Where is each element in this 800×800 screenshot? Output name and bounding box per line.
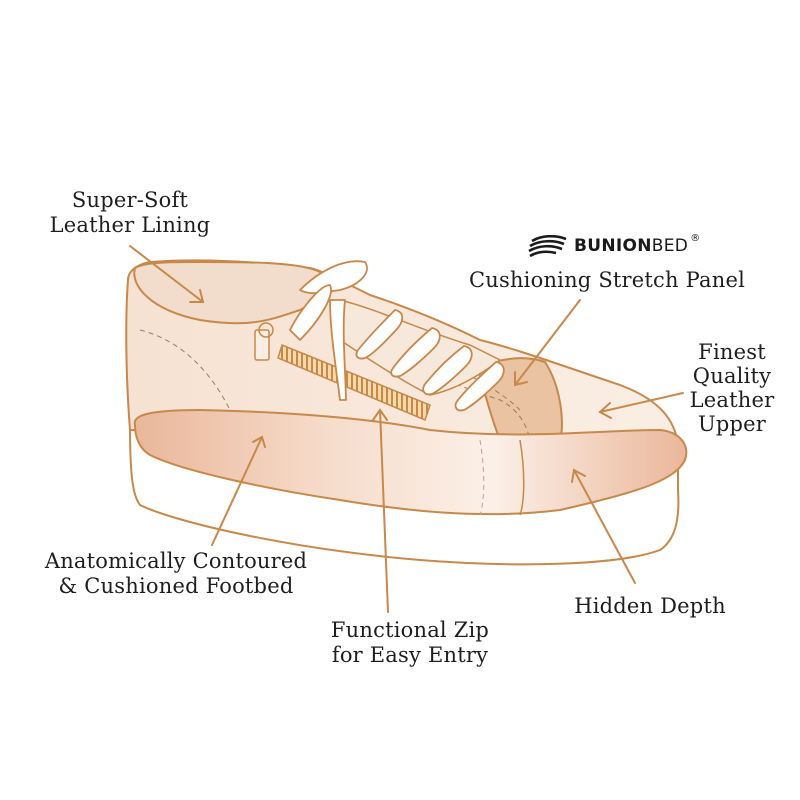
brand-name: BUNIONBED	[574, 236, 689, 256]
bunionbed-wave-logo-icon	[528, 235, 567, 257]
label-stretch-panel: Cushioning Stretch Panel	[468, 268, 745, 292]
label-leather-upper: Finest Quality Leather Upper	[689, 340, 775, 436]
zipper	[254, 322, 431, 422]
label-functional-zip: Functional Zip for Easy Entry	[330, 618, 490, 667]
label-hidden-depth: Hidden Depth	[574, 594, 726, 618]
brand-logo: BUNIONBED ®	[528, 232, 704, 257]
footbed	[133, 408, 688, 516]
label-footbed: Anatomically Contoured & Cushioned Footb…	[44, 549, 308, 598]
zip-pull-icon	[254, 329, 270, 361]
laces	[289, 260, 505, 412]
callout-arrows	[129, 245, 684, 613]
registered-mark: ®	[690, 232, 701, 244]
label-leather-lining: Super-Soft Leather Lining	[49, 188, 211, 237]
